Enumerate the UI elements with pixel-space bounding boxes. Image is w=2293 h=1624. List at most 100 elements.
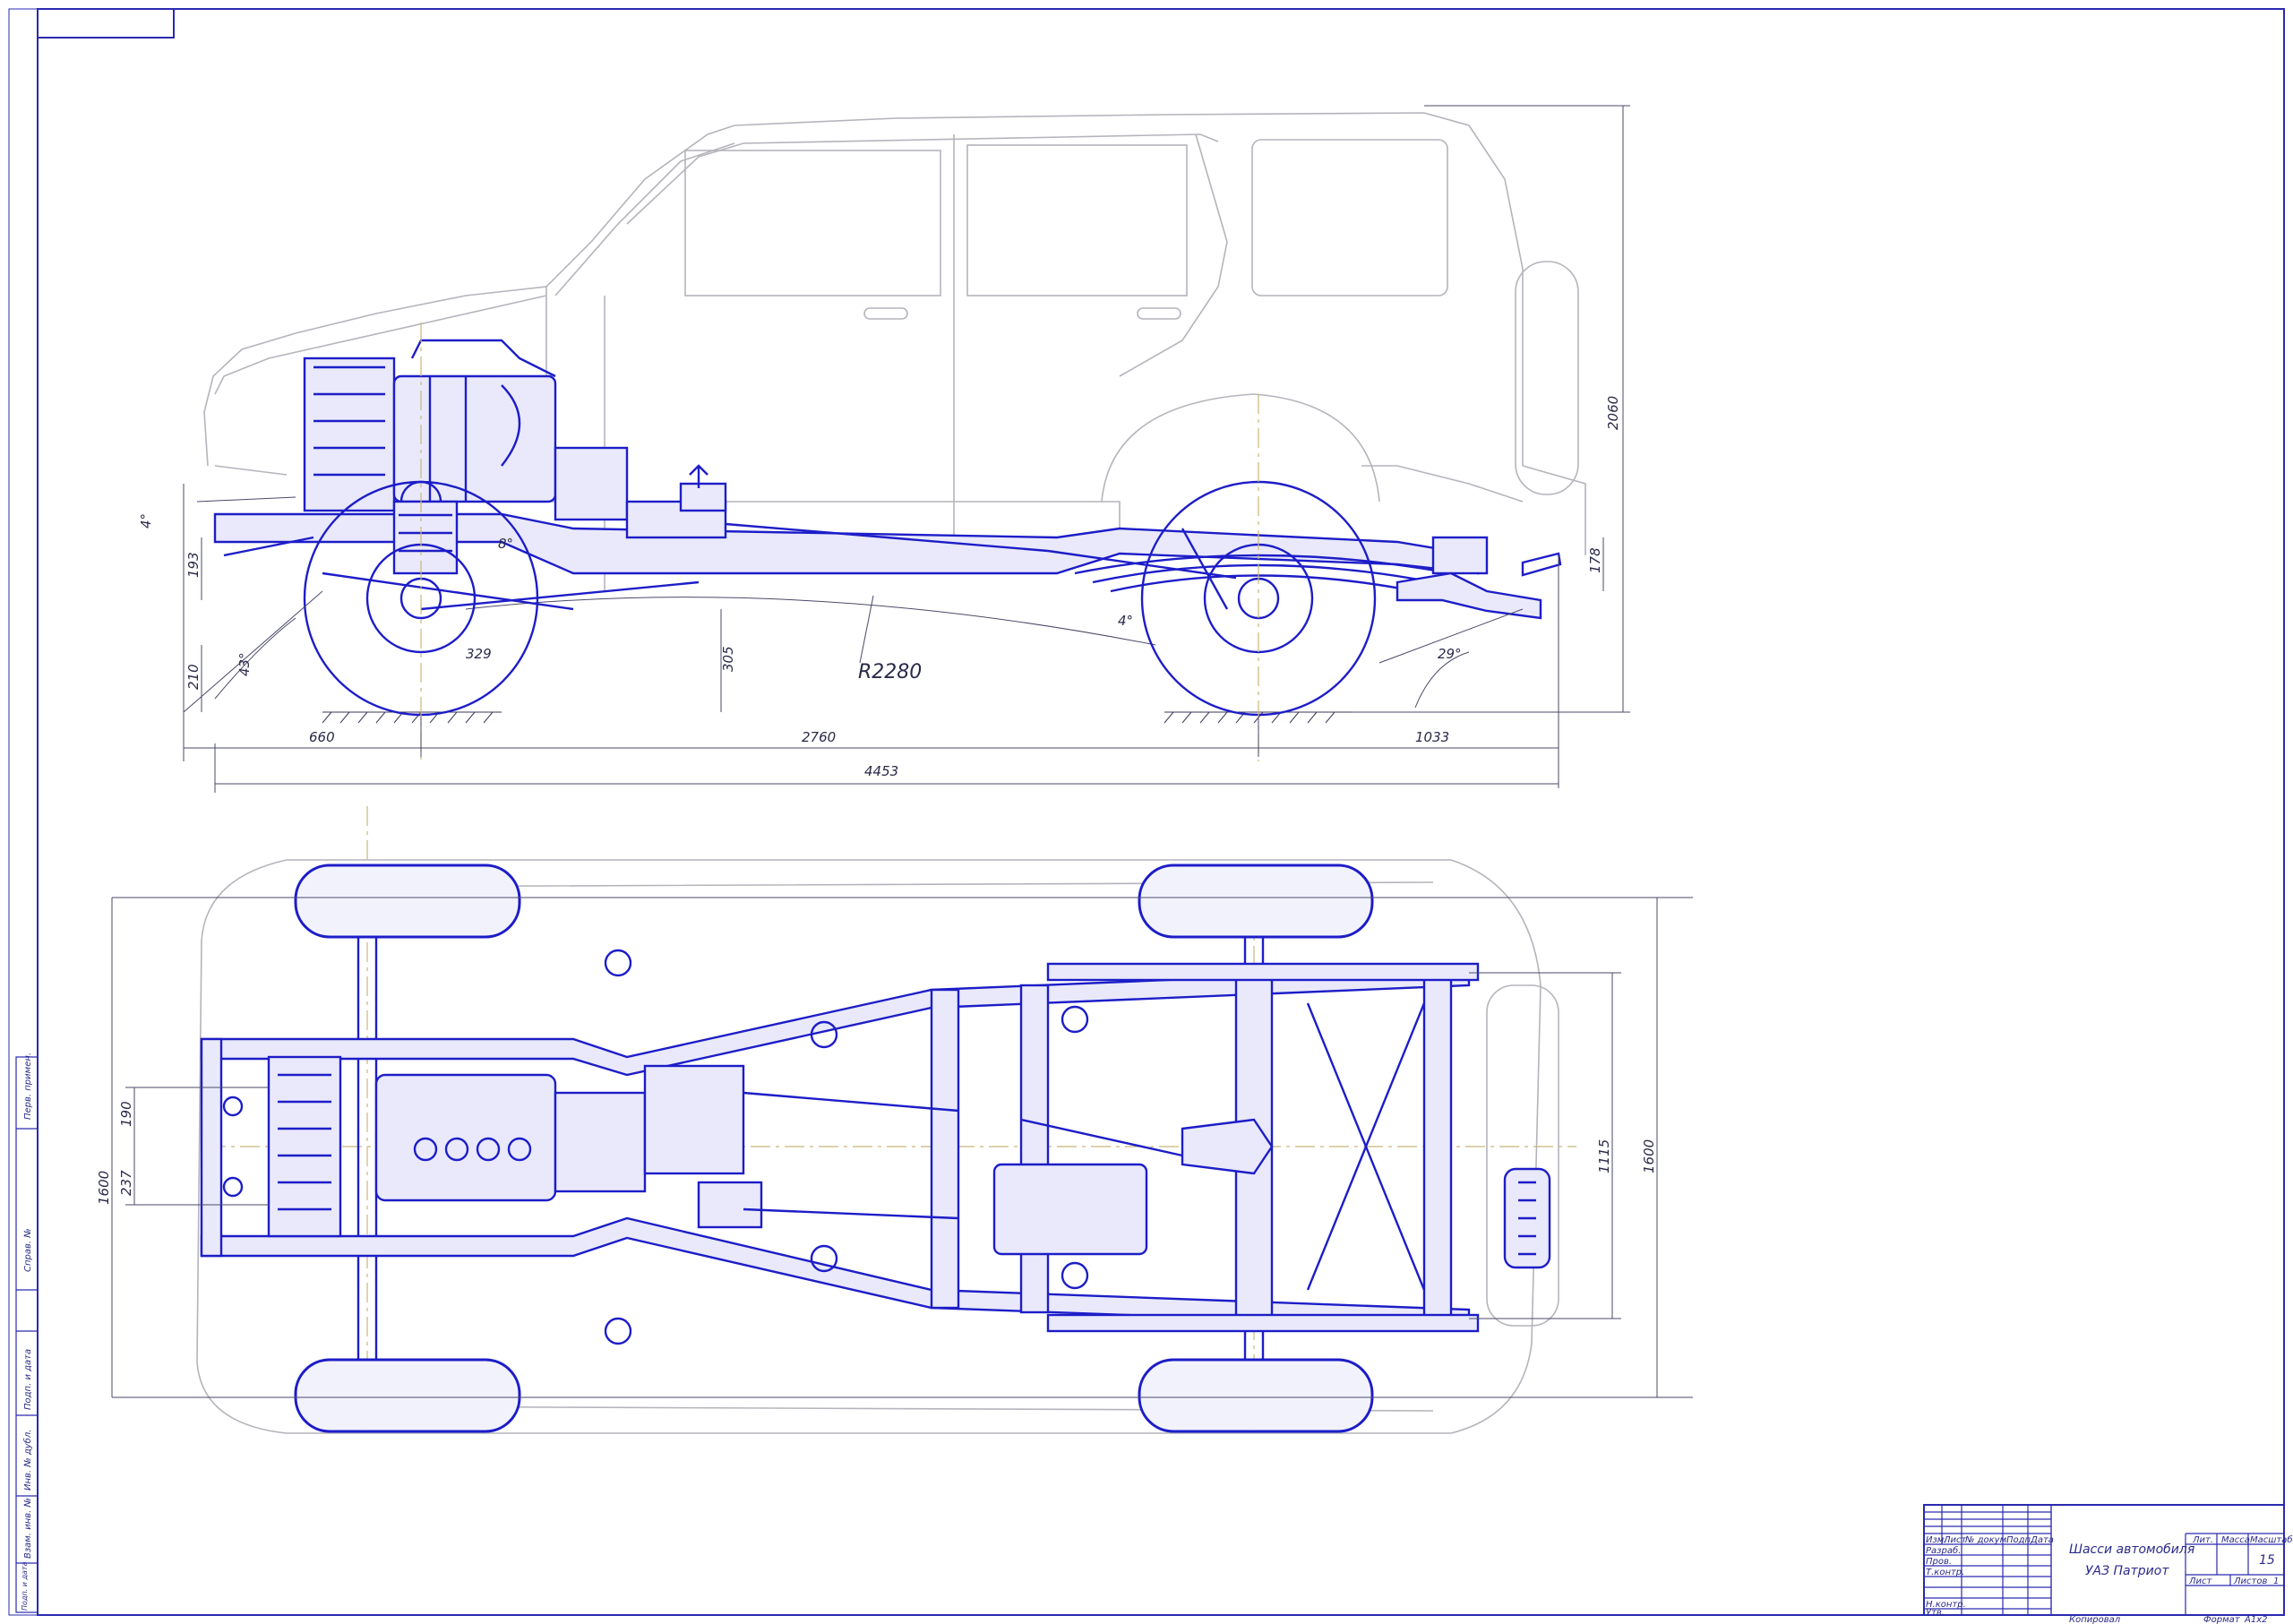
rear-outer-rail-lower [1046, 1313, 1480, 1333]
top-rear-track-label: 1600 [1641, 1139, 1657, 1173]
angle-departure: 29° [1438, 646, 1462, 662]
approach-angle-arc [214, 617, 296, 700]
top-engine-block [374, 1073, 557, 1202]
angle-front: 4° [138, 513, 154, 528]
rear-shock [1181, 528, 1229, 610]
dim-mid-clearance: 305 [720, 646, 736, 672]
dim-ramp-radius: R2280 [858, 661, 922, 683]
a-pillar [554, 142, 735, 296]
engine-block [392, 374, 557, 503]
stamp-perv-primen: Перв. примен. [23, 1053, 33, 1120]
bumper-bracket [223, 536, 314, 557]
tb-title-line1: Шасси автомобиля [2069, 1542, 2194, 1557]
tb-sheet-number: 15 [2259, 1553, 2275, 1568]
tb-mass: Масса [2221, 1535, 2250, 1545]
departure-angle-arc [1414, 651, 1470, 709]
tb-lit: Лит. [2192, 1535, 2213, 1545]
front-suspension [223, 500, 700, 611]
wheel-front-left [294, 864, 521, 939]
top-front-prop [743, 1091, 959, 1113]
stamp-vzam-inv: Взам. инв. № [23, 1498, 33, 1559]
angle-rear-spring: 4° [1118, 613, 1133, 629]
rear-spring-shackle [1431, 536, 1489, 575]
angle-approach: 43° [236, 652, 253, 676]
departure-line [1378, 608, 1524, 664]
dim-overall-length: 4453 [864, 763, 898, 779]
top-transfer-lower [697, 1181, 763, 1229]
frame-rail-upper [200, 966, 1471, 1077]
rear-propeller-shaft [1047, 549, 1237, 580]
tb-role-razrab: Разраб. [1926, 1545, 1961, 1556]
dim-wheelbase: 2760 [802, 729, 836, 745]
rear-x-brace [1306, 1002, 1426, 1291]
stamp-podp-1: Подп. и дата [23, 1349, 33, 1410]
tb-role-nkontr: Н.контр. [1926, 1600, 1966, 1610]
quarter-window [1251, 139, 1448, 296]
tail-pipe [1521, 552, 1562, 577]
tb-sheets-label: Листов [2233, 1577, 2267, 1586]
top-gearbox [554, 1091, 647, 1193]
tb-sheet-label: Лист [2188, 1577, 2213, 1586]
transfer-top [679, 482, 727, 512]
roof-inner [626, 133, 1219, 225]
cross-member-2 [1019, 984, 1050, 1314]
cross-member-rear [1422, 966, 1453, 1328]
dim-overall-height: 2060 [1605, 396, 1621, 430]
corner-stamp [37, 8, 175, 39]
ground-hatching-front [322, 711, 502, 724]
front-spring-eye-upper [604, 949, 632, 977]
ramp-radius-leader [859, 595, 874, 664]
steering-rod [420, 580, 700, 611]
tb-col-podp: Подп. [2006, 1535, 2033, 1545]
top-spare-wheel [1486, 984, 1559, 1327]
angle-engine: 8° [498, 536, 513, 552]
dim-rear-frame-height: 178 [1587, 547, 1603, 573]
footer-format-value: А1х2 [2244, 1615, 2267, 1624]
dim-front-overhang: 660 [309, 729, 335, 745]
title-block: Изм. Лист № докум. Подп. Дата Разраб. Пр… [1923, 1504, 2293, 1618]
tb-sheets-value: 1 [2273, 1577, 2279, 1586]
hood-line [214, 295, 547, 395]
propeller-shaft [725, 522, 1049, 553]
tb-col-data: Дата [2030, 1535, 2054, 1545]
frame-rail-lower [200, 1216, 1471, 1329]
dim-rear-overhang: 1033 [1415, 729, 1449, 745]
radiator [303, 357, 396, 512]
top-rear-prop-lower [743, 1207, 959, 1220]
gearbox [554, 446, 629, 521]
tb-role-utv: Утв. [1926, 1608, 1945, 1618]
ramp-radius-arc [465, 597, 1156, 646]
top-offset-upper-label: 190 [118, 1101, 134, 1127]
rear-outer-rail-upper [1046, 962, 1480, 982]
dim-front-frame-height: 193 [185, 552, 202, 578]
tb-title-line2: УАЗ Патриот [2085, 1564, 2169, 1578]
front-door-handle [863, 307, 908, 320]
tb-role-prov: Пров. [1926, 1557, 1952, 1567]
footer-copied: Копировал [2069, 1615, 2121, 1624]
inner-frame [37, 8, 2285, 1616]
top-offset-lower-label: 237 [118, 1170, 134, 1196]
footer-format-label: Формат [2203, 1615, 2241, 1624]
spare-wheel [1515, 261, 1579, 495]
tb-scale: Масштаб [2250, 1534, 2293, 1545]
front-spring [392, 500, 459, 575]
stamp-sprav: Справ. № [23, 1228, 33, 1272]
front-radius-arm [322, 571, 574, 611]
stamp-inv-dubl: Инв. № дубл. [22, 1430, 33, 1491]
side-view: 660 2760 1033 4453 2060 178 193 210 305 … [138, 105, 1630, 793]
front-spring-eye-lower [604, 1317, 632, 1345]
dim-front-axle-clearance: 210 [185, 664, 202, 690]
cross-member-1 [930, 988, 960, 1310]
wheel-front-right [294, 1358, 521, 1433]
top-body-outline [196, 859, 1542, 1434]
rear-door-window [966, 144, 1188, 296]
muffler [992, 1163, 1148, 1256]
rear-differential [1181, 1118, 1274, 1175]
rear-wheel-arch [1101, 393, 1380, 503]
tb-col-izm: Изм. [1926, 1535, 1947, 1545]
approach-line [183, 590, 323, 713]
top-transfer-case [643, 1064, 745, 1175]
stamp-podp-2: Подп. и дата [21, 1561, 29, 1611]
tb-col-docnum: № докум. [1964, 1535, 2009, 1545]
